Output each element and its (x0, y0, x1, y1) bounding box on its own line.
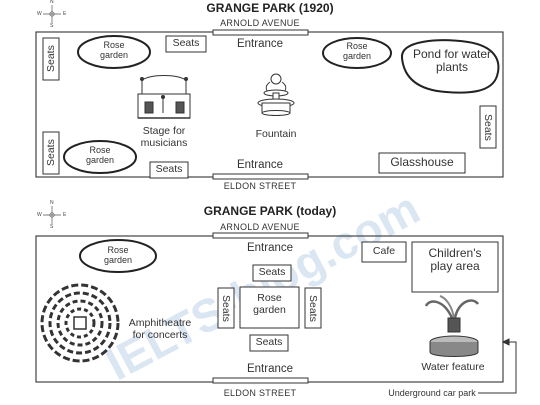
seats-top-box (252, 264, 292, 282)
seats-right-label: Seats (482, 113, 494, 141)
entrance-bottom-label: Entrance (246, 363, 294, 375)
rose-garden-center-label: Rose garden (253, 292, 286, 316)
rose-garden-2-shape (63, 140, 137, 174)
map-today (35, 206, 517, 394)
fountain-icon (257, 73, 295, 116)
south-street-label: ELDON STREET (223, 181, 297, 191)
rose-garden-corner-label: Rose garden (103, 245, 133, 266)
seats-left-label: Seats (220, 294, 232, 322)
seats-bottom-box (149, 161, 189, 179)
pond-label: Pond for water plants (412, 47, 492, 75)
seats-left-top-box (42, 37, 60, 81)
car-park-label: Underground car park (388, 388, 476, 398)
seats-right-box (304, 287, 322, 329)
glasshouse-box (378, 152, 466, 174)
seats-left-top-label: Seats (45, 45, 57, 73)
play-area-box (411, 241, 499, 293)
compass-icon (43, 5, 61, 23)
pond-shape (401, 39, 500, 94)
amphitheatre-label: Amphitheatre for concerts (128, 317, 192, 341)
rose-garden-3-shape (322, 37, 392, 69)
compass-e-label: E (63, 11, 67, 17)
seats-left-bottom-label: Seats (45, 139, 57, 167)
north-street-label: ARNOLD AVENUE (220, 18, 300, 28)
entrance-top-label: Entrance (236, 38, 284, 50)
water-feature-icon (424, 295, 479, 357)
seats-right-label: Seats (307, 294, 319, 322)
north-street-label: ARNOLD AVENUE (220, 222, 300, 232)
map-1920-title: GRANGE PARK (1920) (206, 1, 334, 15)
seats-right-box (479, 105, 497, 149)
compass-s-label: S (50, 224, 54, 230)
rose-garden-3-label: Rose garden (342, 41, 372, 62)
rose-garden-2-label: Rose garden (85, 145, 115, 166)
compass-e-label: E (63, 212, 67, 218)
cafe-box (361, 241, 407, 263)
compass-s-label: S (50, 23, 54, 29)
south-gate (212, 377, 309, 384)
rose-garden-1-label: Rose garden (99, 40, 129, 61)
seats-top-box (165, 35, 207, 53)
compass-w-label: W (37, 212, 42, 218)
south-gate (212, 173, 309, 180)
amphitheatre-icon (40, 283, 120, 363)
glasshouse-label: Glasshouse (390, 155, 454, 169)
south-street-label: ELDON STREET (223, 388, 297, 398)
car-park-pointer (478, 338, 517, 394)
north-gate (212, 232, 309, 239)
seats-bottom-label: Seats (155, 163, 183, 175)
compass-n-label: N (50, 200, 54, 206)
compass-n-label: N (50, 0, 54, 5)
stage-label: Stage for musicians (140, 125, 188, 149)
seats-top-label: Seats (258, 266, 286, 278)
compass-w-label: W (37, 11, 42, 17)
seats-left-bottom-box (42, 131, 60, 175)
rose-garden-corner-shape (79, 239, 157, 273)
fountain-label: Fountain (255, 128, 297, 140)
entrance-bottom-label: Entrance (236, 159, 284, 171)
seats-bottom-box (249, 334, 289, 352)
cafe-label: Cafe (372, 245, 396, 257)
seats-bottom-label: Seats (255, 336, 283, 348)
map-1920 (35, 5, 504, 180)
seats-left-box (217, 287, 235, 329)
compass-icon (43, 206, 61, 224)
water-feature-label: Water feature (421, 361, 485, 373)
rose-garden-center-box (239, 286, 300, 329)
seats-top-label: Seats (172, 37, 200, 49)
entrance-top-label: Entrance (246, 242, 294, 254)
map-today-title: GRANGE PARK (today) (203, 204, 337, 218)
rose-garden-1-shape (77, 35, 151, 69)
north-gate (212, 29, 309, 36)
play-area-label: Children's play area (428, 246, 482, 274)
stage-icon (137, 75, 191, 119)
